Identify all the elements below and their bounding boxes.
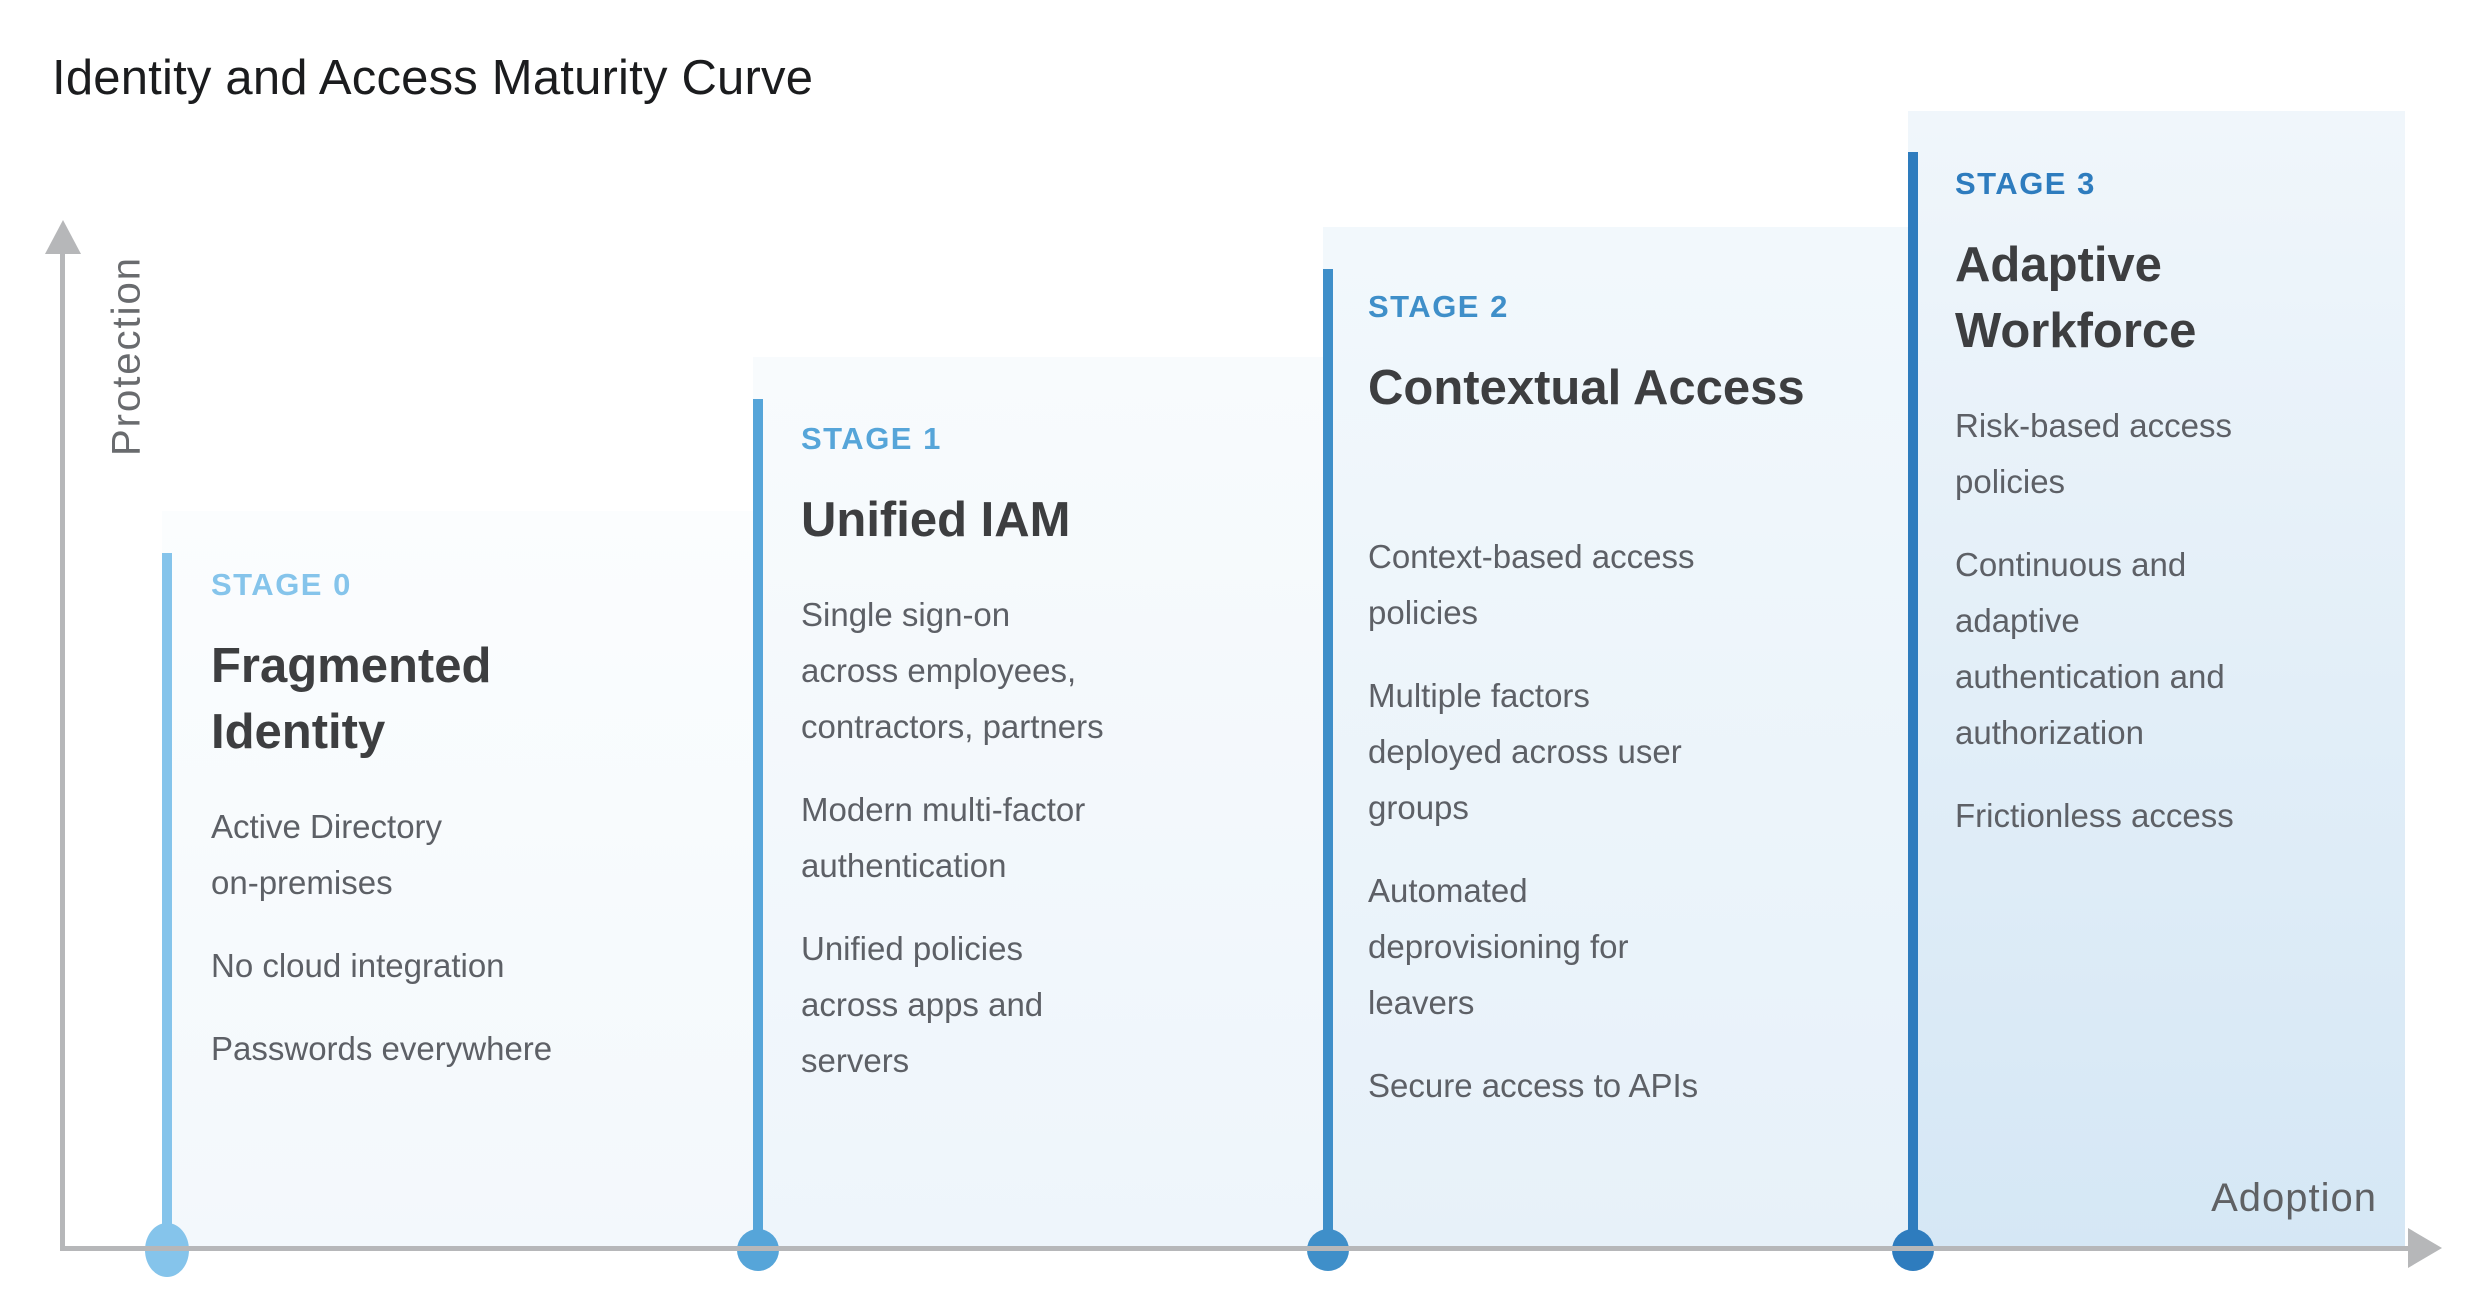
stage-1-bullet: Modern multi-factor authentication [801, 791, 1086, 884]
stage-2-bar [1323, 269, 1333, 1248]
stage-0-panel [162, 511, 753, 1248]
stage-2-bullet: Multiple factors deployed across user gr… [1368, 677, 1682, 826]
stage-3-bar [1908, 152, 1918, 1248]
figure-title: Identity and Access Maturity Curve [52, 51, 814, 105]
y-axis-arrow-up-icon [45, 220, 81, 254]
stage-2-label: STAGE 2 [1368, 289, 1509, 324]
x-axis-arrow-right-icon [2408, 1228, 2442, 1268]
stage-3-bullet: Risk-based access policies [1955, 407, 2232, 500]
stage-2-panel [1323, 227, 1908, 1248]
stage-3-panel [1908, 111, 2405, 1248]
stage-2-bullet: Secure access to APIs [1368, 1067, 1699, 1104]
stage-1-bullet: Unified policies across apps and servers [801, 930, 1044, 1079]
stage-1-bullet: Single sign-on across employees, contrac… [801, 596, 1104, 745]
stage-3-bullet: Continuous and adaptive authentication a… [1955, 546, 2225, 751]
stage-0-body: Active Directory on-premises No cloud int… [211, 799, 681, 1077]
stage-1-bar [753, 399, 763, 1248]
stage-0-bullet: Passwords everywhere [211, 1030, 553, 1067]
stage-2-bullet: Automated deprovisioning for leavers [1368, 872, 1629, 1021]
x-axis-line [60, 1246, 2408, 1251]
stage-3-label: STAGE 3 [1955, 166, 2096, 201]
y-axis-label: Protection [104, 255, 149, 457]
stage-1-body: Single sign-on across employees, contrac… [801, 587, 1281, 1089]
stage-0-label: STAGE 0 [211, 567, 352, 602]
stage-0-bullet: Active Directory on-premises [211, 808, 443, 901]
stage-0-heading: Fragmented Identity [211, 639, 492, 759]
stage-1-heading: Unified IAM [801, 493, 1071, 547]
stage-0-bar [162, 553, 172, 1248]
stage-1-label: STAGE 1 [801, 421, 942, 456]
stage-3-bullet: Frictionless access [1955, 797, 2234, 834]
y-axis-line [60, 252, 65, 1248]
x-axis-label: Adoption [2211, 1176, 2377, 1220]
stage-1-panel [753, 357, 1323, 1248]
stage-1-text: STAGE 1 Unified IAM Single sign-on across … [801, 419, 1281, 1116]
stage-2-heading: Contextual Access [1368, 361, 1805, 415]
stage-3-heading: Adaptive Workforce [1955, 238, 2197, 358]
stage-2-bullet: Context-based access policies [1368, 538, 1695, 631]
stage-0-bullet: No cloud integration [211, 947, 505, 984]
